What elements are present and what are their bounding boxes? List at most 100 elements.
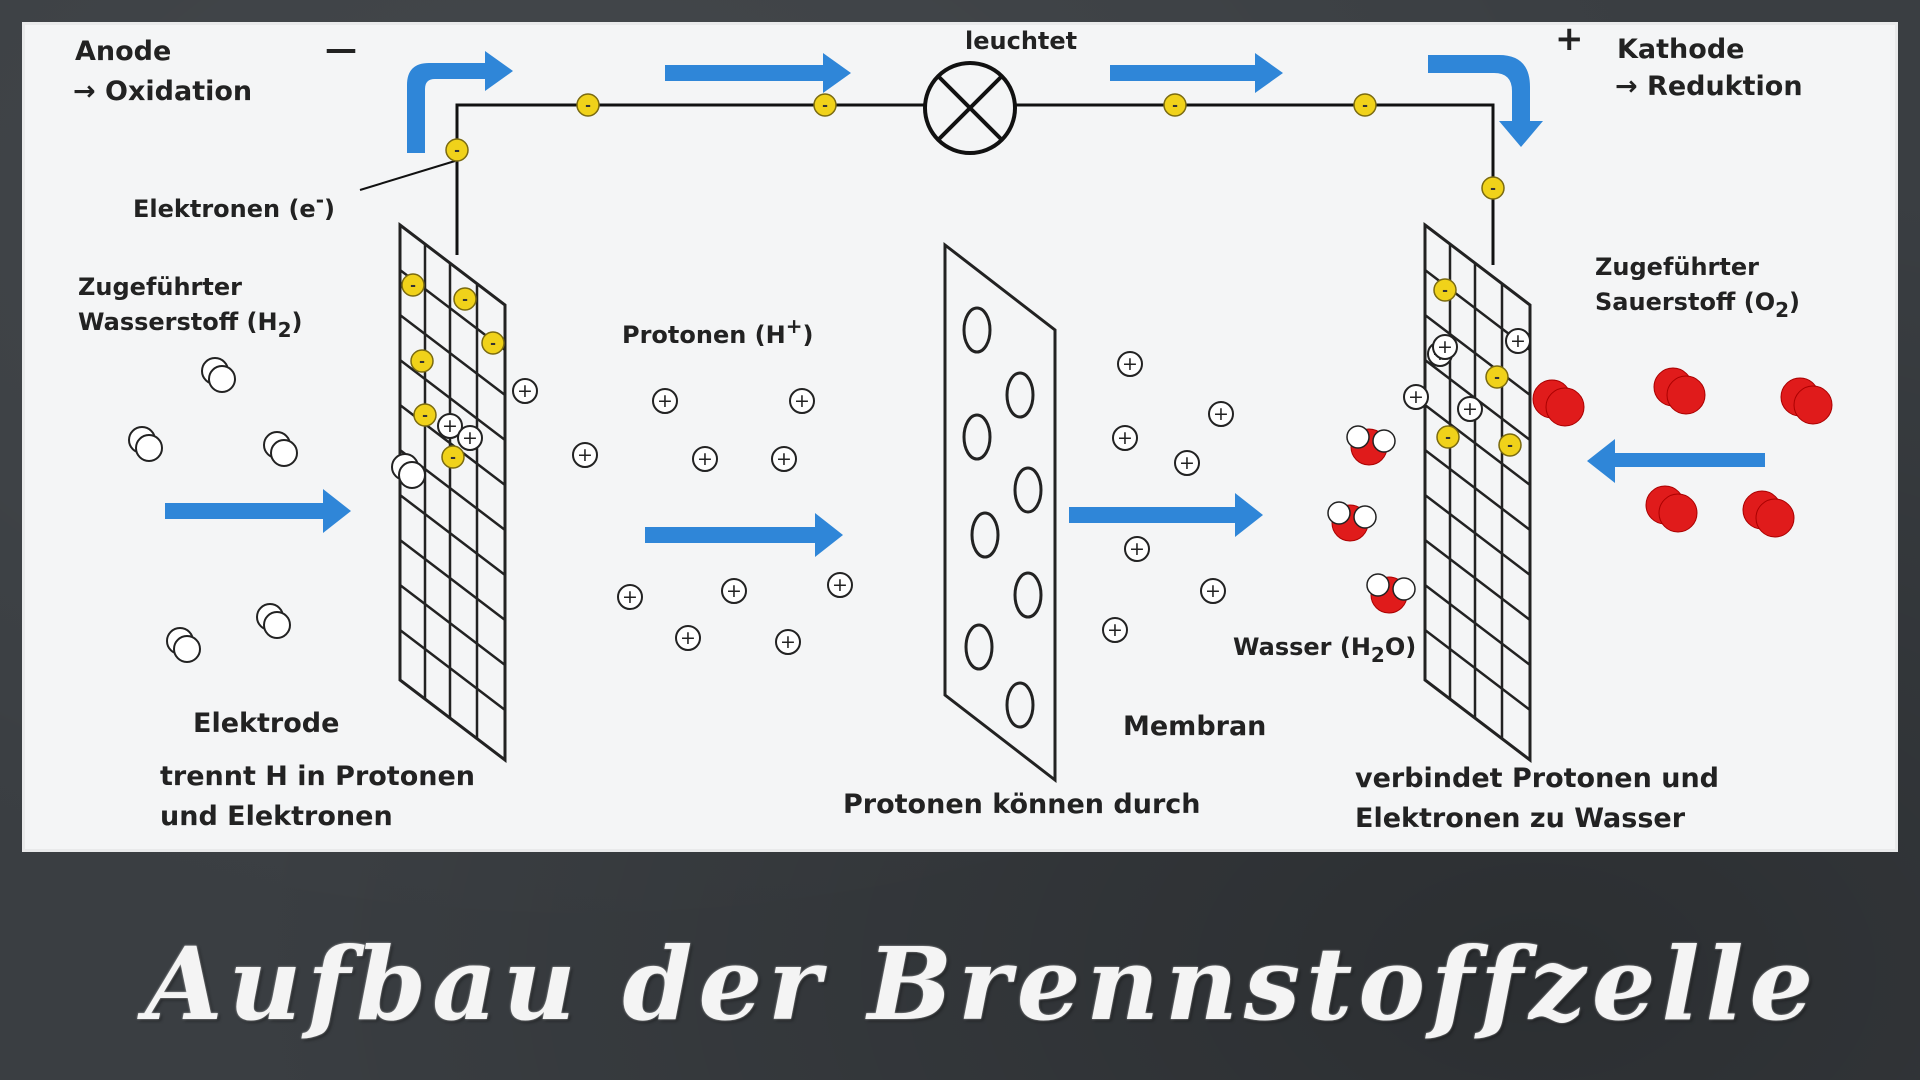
- electron-symbol: -: [1507, 438, 1513, 454]
- electron-symbol: -: [422, 408, 428, 424]
- water-molecule-icon: [1346, 425, 1396, 466]
- proton-symbol: +: [726, 580, 742, 602]
- proton-icon: +: [675, 625, 701, 651]
- protons-label: Protonen (H+): [622, 314, 813, 349]
- electron-icon: -: [410, 349, 434, 373]
- proton-symbol: +: [1129, 538, 1145, 560]
- proton-symbol: +: [1510, 330, 1526, 352]
- electron-particles: ----------------: [401, 93, 1522, 469]
- proton-icon: +: [1200, 578, 1226, 604]
- electron-symbol: -: [419, 354, 425, 370]
- oxygen-molecule-icon: [1645, 485, 1698, 533]
- electron-icon: -: [1498, 433, 1522, 457]
- proton-icon: +: [1174, 450, 1200, 476]
- diagram-panel: ---------------- +++++++++++++++++++++++…: [22, 22, 1898, 852]
- water-molecules: [1327, 425, 1416, 614]
- cathode-label: Kathode: [1617, 34, 1744, 65]
- arrow-right-icon: [1069, 493, 1263, 537]
- electron-symbol: -: [1442, 283, 1448, 299]
- electron-symbol: -: [1362, 98, 1368, 114]
- arrow-down-curve-icon: [1428, 55, 1543, 147]
- electron-symbol: -: [410, 278, 416, 294]
- electron-icon: -: [1353, 93, 1377, 117]
- hydrogen-molecule-icon: [263, 431, 298, 467]
- oxygen-label-line1: Zugeführter: [1595, 253, 1759, 281]
- lamp-label: leuchtet: [965, 27, 1077, 55]
- proton-icon: +: [1457, 396, 1483, 422]
- proton-icon: +: [512, 378, 538, 404]
- water-label: Wasser (H2O): [1233, 633, 1416, 667]
- proton-symbol: +: [1107, 619, 1123, 641]
- proton-icon: +: [1124, 536, 1150, 562]
- electron-icon: -: [481, 331, 505, 355]
- membrane-title: Membran: [1123, 711, 1266, 742]
- proton-icon: +: [771, 446, 797, 472]
- oxygen-molecules: [1532, 367, 1833, 538]
- electron-icon: -: [401, 273, 425, 297]
- electron-symbol: -: [822, 98, 828, 114]
- anode-process-label: → Oxidation: [73, 76, 252, 107]
- proton-symbol: +: [780, 631, 796, 653]
- cathode-process-label: → Reduktion: [1615, 71, 1803, 102]
- proton-icon: +: [617, 584, 643, 610]
- anode-sign: —: [325, 30, 357, 68]
- oxygen-molecule-icon: [1653, 367, 1706, 415]
- membrane-desc: Protonen können durch: [843, 789, 1201, 820]
- oxygen-molecule-icon: [1780, 377, 1833, 425]
- water-molecule-icon: [1327, 501, 1377, 542]
- proton-icon: +: [572, 442, 598, 468]
- membrane: [943, 241, 1057, 784]
- proton-symbol: +: [1205, 580, 1221, 602]
- electron-symbol: -: [462, 292, 468, 308]
- electron-symbol: -: [1445, 430, 1451, 446]
- electron-icon: -: [441, 445, 465, 469]
- proton-icon: +: [721, 578, 747, 604]
- proton-symbol: +: [776, 448, 792, 470]
- proton-symbol: +: [1462, 398, 1478, 420]
- oxygen-label-line2: Sauerstoff (O2): [1595, 288, 1800, 322]
- electrons-label: Elektronen (e-): [133, 188, 335, 223]
- hydrogen-label-line1: Zugeführter: [78, 273, 242, 301]
- cathode-electrode: [1423, 221, 1532, 764]
- lamp-icon: [923, 61, 1017, 155]
- proton-icon: +: [827, 572, 853, 598]
- electron-icon: -: [813, 93, 837, 117]
- proton-icon: +: [1208, 401, 1234, 427]
- proton-symbol: +: [832, 574, 848, 596]
- electron-icon: -: [453, 287, 477, 311]
- proton-symbol: +: [622, 586, 638, 608]
- electron-pointer-line: [359, 160, 456, 191]
- electron-symbol: -: [1490, 181, 1496, 197]
- electron-icon: -: [1481, 176, 1505, 200]
- proton-symbol: +: [1117, 427, 1133, 449]
- electron-icon: -: [576, 93, 600, 117]
- arrow-right-icon: [165, 489, 351, 533]
- proton-symbol: +: [462, 427, 478, 449]
- electron-symbol: -: [1494, 370, 1500, 386]
- electron-symbol: -: [490, 336, 496, 352]
- proton-symbol: +: [1213, 403, 1229, 425]
- electron-icon: -: [1436, 425, 1460, 449]
- hydrogen-molecule-icon: [201, 357, 236, 393]
- oxygen-molecule-icon: [1742, 490, 1795, 538]
- proton-symbol: +: [1122, 353, 1138, 375]
- hydrogen-label-line2: Wasserstoff (H2): [78, 308, 302, 342]
- anode-electrode: [398, 221, 507, 764]
- proton-symbol: +: [794, 390, 810, 412]
- cathode-sign: +: [1555, 25, 1584, 59]
- proton-symbol: +: [442, 415, 458, 437]
- electron-icon: -: [1485, 365, 1509, 389]
- arrow-left-icon: [1587, 439, 1765, 483]
- hydrogen-molecule-icon: [256, 603, 291, 639]
- proton-icon: +: [789, 388, 815, 414]
- proton-icon: +: [1112, 425, 1138, 451]
- proton-icon: +: [1102, 617, 1128, 643]
- electrode-desc-line1: trennt H in Protonen: [160, 761, 475, 792]
- proton-particles: +++++++++++++++++++++++++: [437, 328, 1531, 655]
- oxygen-molecule-icon: [1532, 379, 1585, 427]
- proton-symbol: +: [1437, 336, 1453, 358]
- electron-symbol: -: [450, 450, 456, 466]
- electron-symbol: -: [1172, 98, 1178, 114]
- hydrogen-molecules: [128, 357, 426, 663]
- cathode-desc-line1: verbindet Protonen und: [1355, 763, 1719, 794]
